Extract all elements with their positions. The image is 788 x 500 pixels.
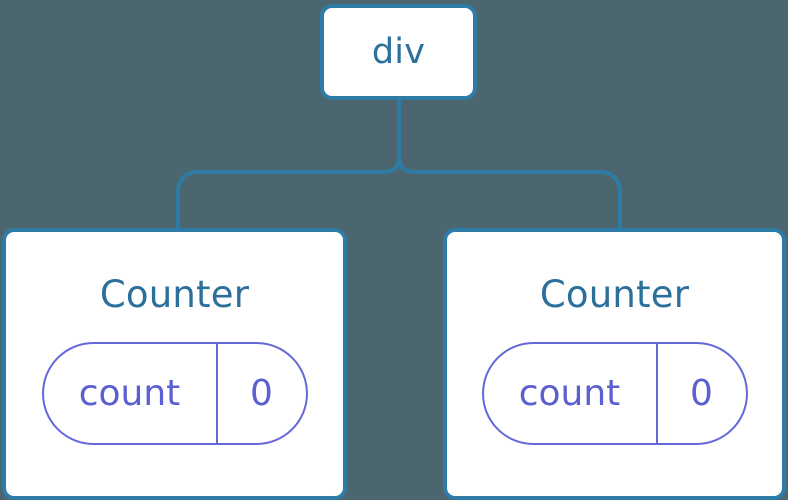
state-capsule-right: count 0 (481, 342, 748, 445)
node-root-label: div (371, 31, 426, 72)
node-root-div[interactable]: div (320, 4, 477, 100)
state-value-left: 0 (250, 372, 273, 414)
connector-branch-right (397, 155, 622, 230)
node-counter-right-title: Counter (539, 273, 690, 316)
state-key-left: count (44, 344, 218, 443)
state-capsule-left: count 0 (41, 342, 308, 445)
node-counter-left[interactable]: Counter count 0 (2, 228, 347, 500)
connector-branch-left (176, 155, 401, 230)
state-key-right: count (484, 344, 658, 443)
state-value-right: 0 (690, 372, 713, 414)
node-counter-right[interactable]: Counter count 0 (443, 228, 786, 500)
node-counter-left-title: Counter (99, 273, 250, 316)
